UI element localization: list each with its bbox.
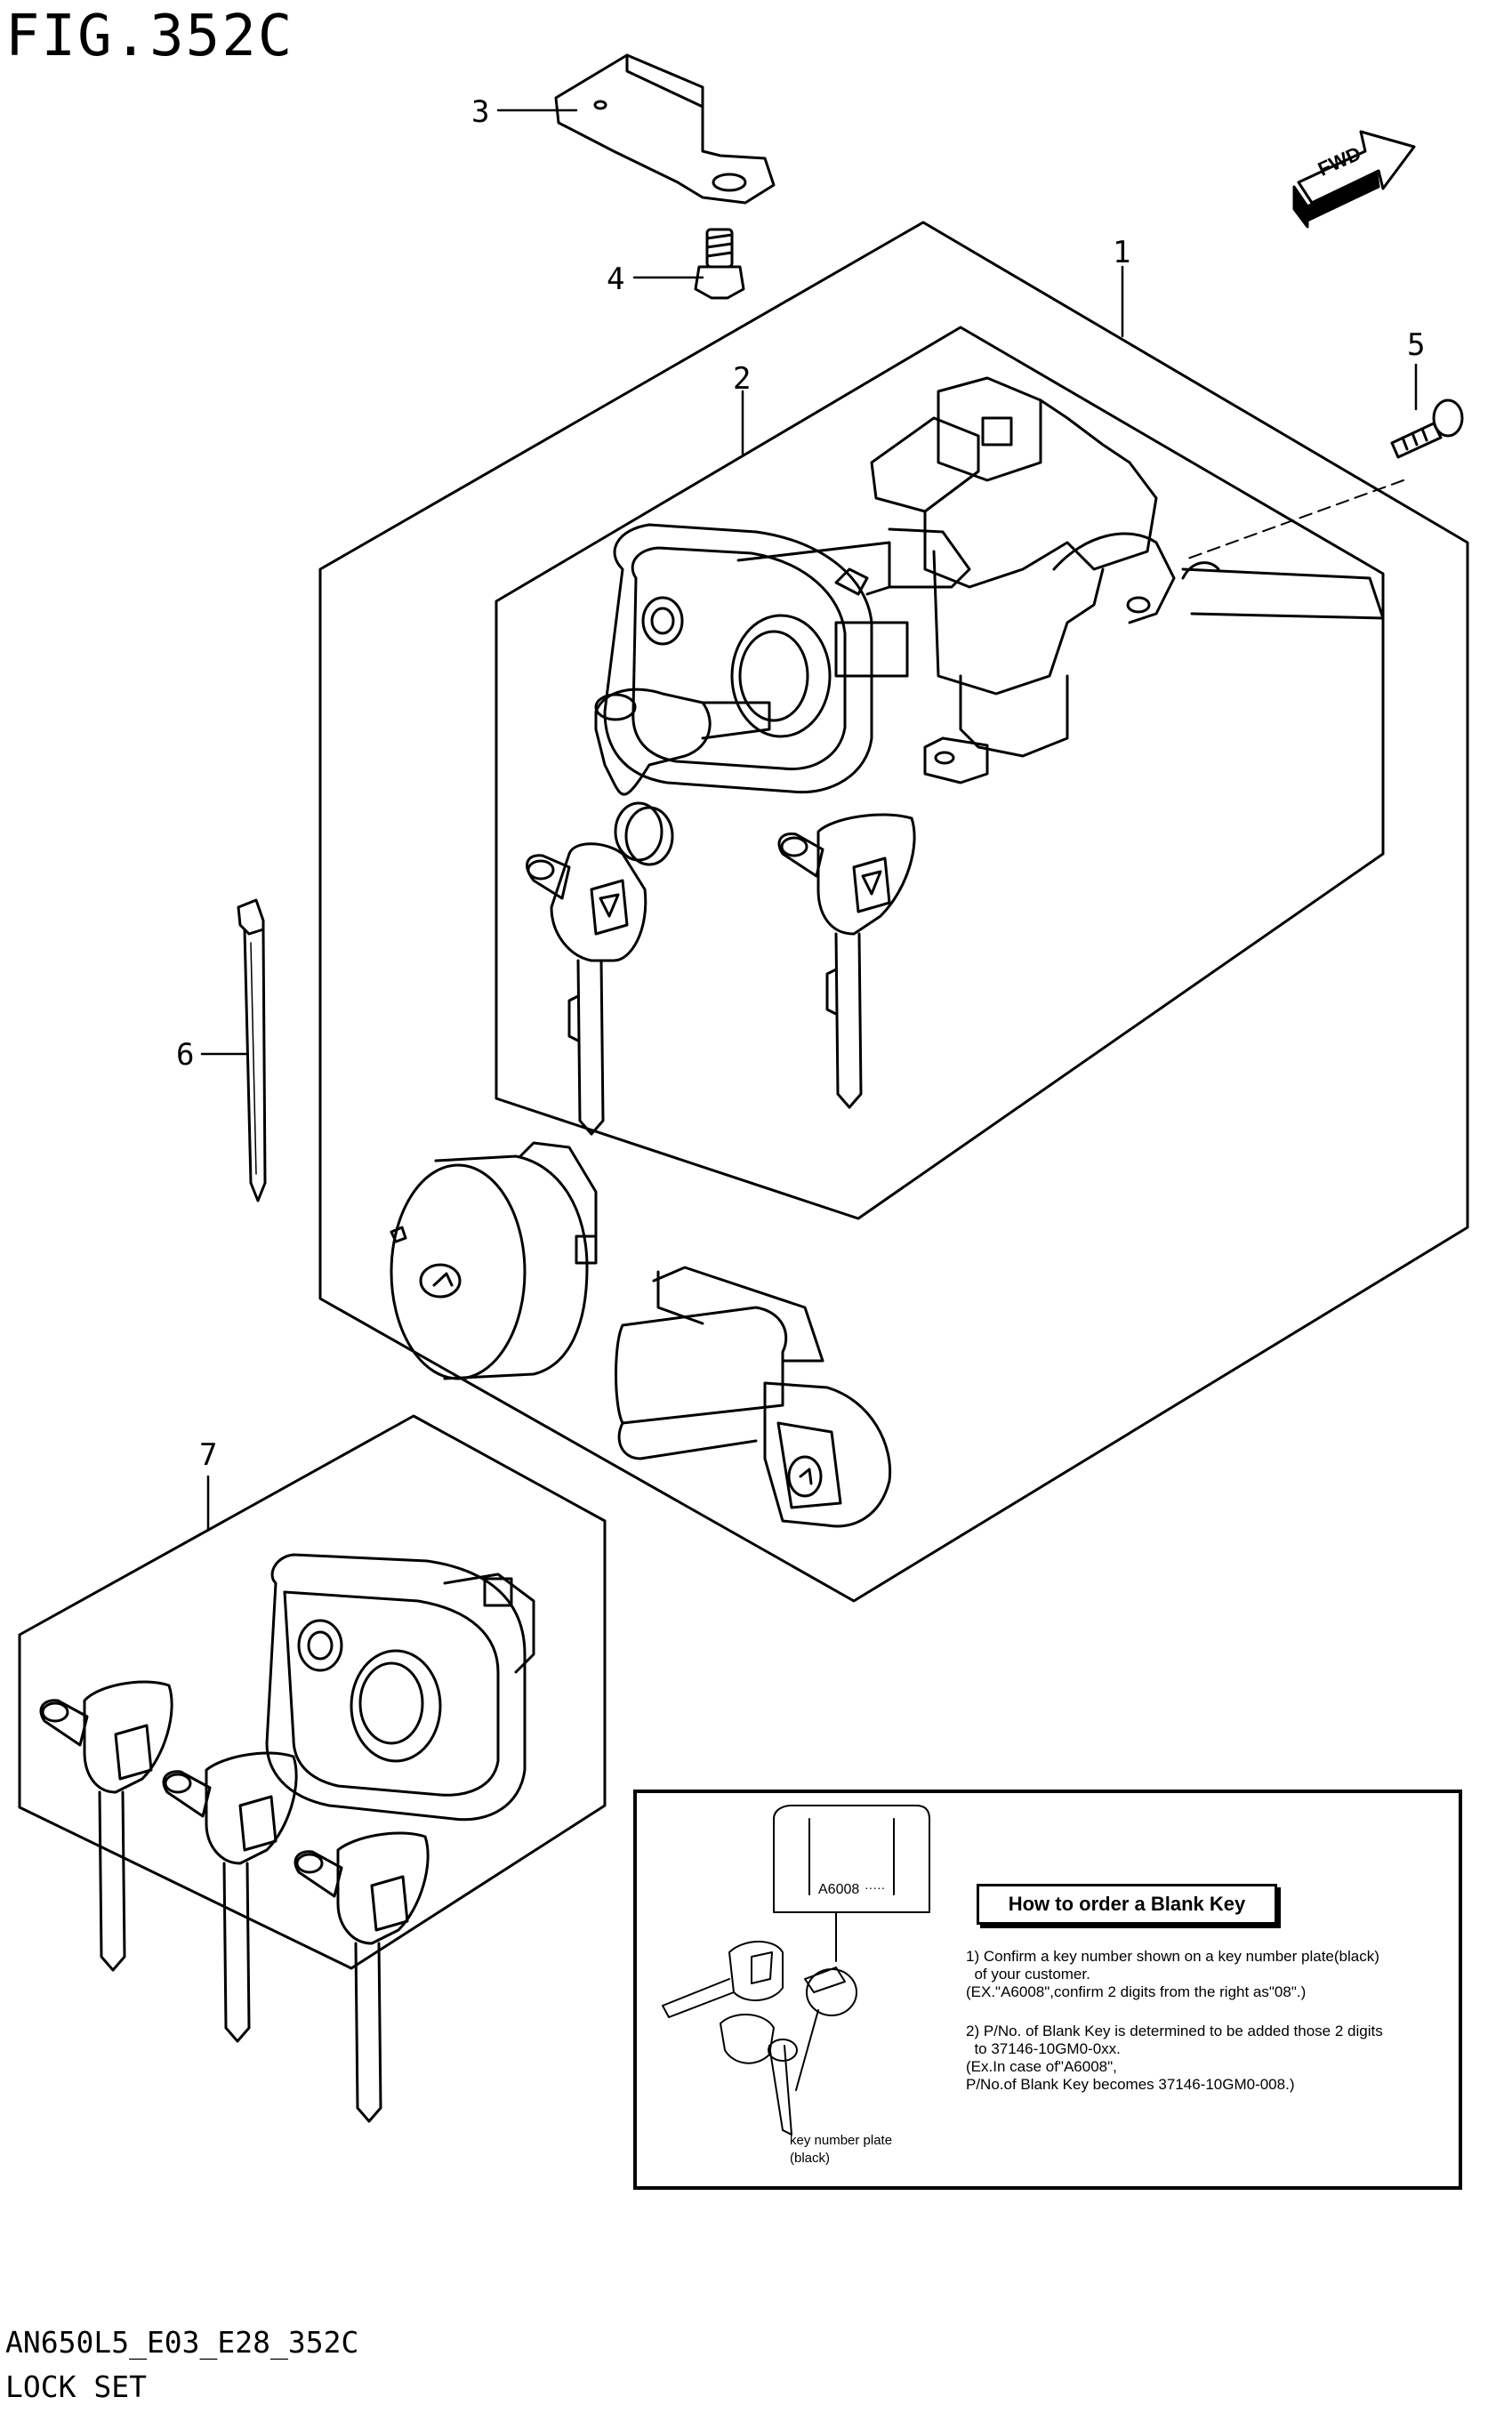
key-number-plate-caption-sub: (black) (790, 2151, 831, 2166)
kit-7-outline (18, 1414, 607, 1970)
callout-4: 4 (607, 261, 625, 297)
callout-7: 7 (199, 1437, 218, 1473)
note-line: of your customer. (966, 1966, 1090, 1983)
kit-7-key-2 (162, 1751, 298, 2043)
kit-7-lock (265, 1553, 535, 1822)
note-line: P/No.of Blank Key becomes 37146-10GM0-00… (966, 2076, 1295, 2093)
cable-tie-part-6 (237, 898, 267, 1202)
bolt-part-4 (694, 228, 745, 300)
callout-2: 2 (733, 361, 752, 397)
bracket-part-3 (554, 53, 776, 205)
note-line: (Ex.In case of"A6008", (966, 2058, 1117, 2075)
key-number-plate-caption: key number plate (790, 2133, 893, 2148)
callout-6: 6 (176, 1037, 195, 1073)
kit-2-outline (495, 326, 1385, 1220)
note-line: to 37146-10GM0-0xx. (966, 2040, 1121, 2057)
key-number-plate-illustration (662, 1805, 930, 2136)
screw-part-5 (1390, 398, 1464, 459)
key-number-plate-code: A6008 (818, 1882, 860, 1897)
model-code: AN650L5_E03_E28_352C (5, 2325, 359, 2360)
storage-lock-assembly (615, 1266, 892, 1528)
blank-key-note-heading: How to order a Blank Key (977, 1884, 1277, 1925)
note-line: 1) Confirm a key number shown on a key n… (966, 1948, 1379, 1965)
figure-title: FIG.352C (5, 4, 294, 69)
kit-7-key-1 (39, 1680, 173, 1972)
seat-lock-cylinder (390, 1141, 598, 1380)
key-spare (777, 813, 916, 1109)
callout-5: 5 (1407, 327, 1426, 363)
note-line: 2) P/No. of Blank Key is determined to b… (966, 2023, 1383, 2039)
kit-1-outline (318, 221, 1469, 1603)
ignition-switch-assembly (603, 376, 1385, 794)
section-name: LOCK SET (5, 2369, 147, 2404)
fwd-arrow-icon (1292, 130, 1416, 229)
blank-key-note-box (633, 1790, 1462, 2190)
note-line: (EX."A6008",confirm 2 digits from the ri… (966, 1983, 1307, 2000)
key-with-fob-attached (526, 688, 771, 1136)
key-number-plate-dots: ····· (865, 1880, 886, 1894)
kit-7-key-3 (294, 1831, 430, 2123)
callout-3: 3 (471, 94, 490, 130)
callout-1: 1 (1113, 235, 1131, 270)
